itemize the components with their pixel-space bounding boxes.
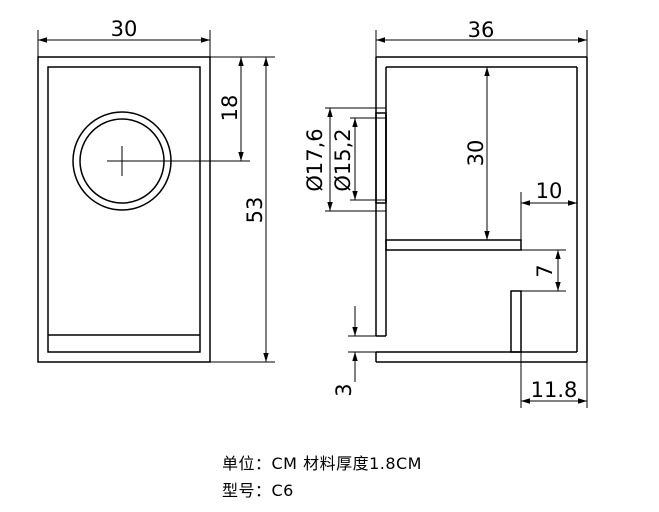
width-label: 30 bbox=[111, 17, 138, 41]
gap-label: 10 bbox=[536, 179, 563, 203]
height-label: 53 bbox=[243, 197, 267, 224]
internal-divider bbox=[510, 290, 522, 353]
internal-shelf bbox=[385, 239, 522, 251]
opening-label: 7 bbox=[533, 264, 557, 277]
front-panel-inner-outline bbox=[47, 66, 201, 353]
bottom-gap-label: 3 bbox=[332, 383, 356, 396]
depth-label: 36 bbox=[468, 18, 495, 42]
port-tube bbox=[375, 112, 387, 204]
port-inner-diameter-label: Ø15,2 bbox=[331, 128, 355, 191]
hole-offset-label: 18 bbox=[218, 95, 242, 122]
port-outer-diameter-label: Ø17,6 bbox=[303, 128, 327, 191]
front-panel-outline bbox=[37, 56, 211, 363]
rear-offset-label: 11.8 bbox=[531, 378, 578, 402]
model-note: 型号：C6 bbox=[222, 481, 294, 500]
shelf-depth-label: 30 bbox=[464, 140, 488, 167]
unit-note: 单位：CM 材料厚度1.8CM bbox=[222, 454, 422, 473]
side-view: 36 Ø17,6 Ø15,2 30 10 7 3 11.8 bbox=[303, 18, 588, 408]
front-view: 30 53 18 bbox=[37, 17, 275, 363]
